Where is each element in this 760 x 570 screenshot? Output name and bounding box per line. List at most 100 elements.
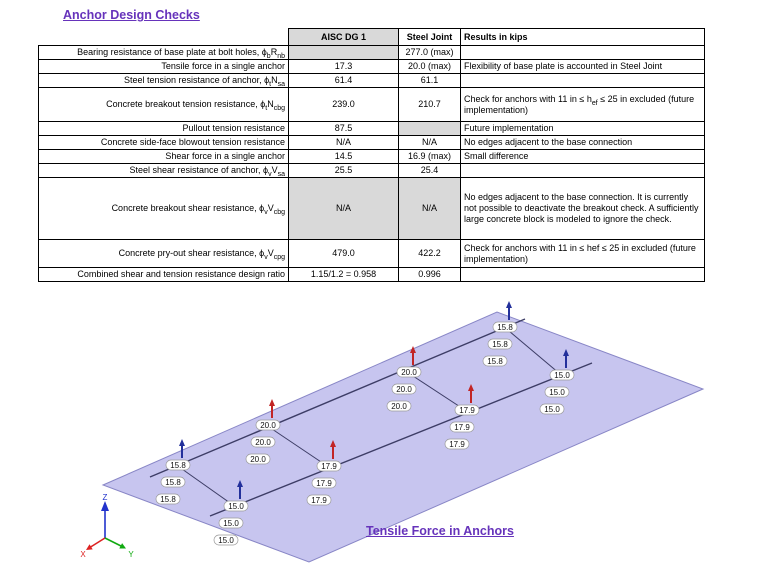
force-label-pill [444,438,470,450]
force-label-pill [306,494,332,506]
force-label: 17.9 [316,479,332,488]
result-note: Flexibility of base plate is accounted i… [460,59,705,74]
row-label: Concrete side-face blowout tension resis… [38,135,289,150]
force-label: 15.8 [165,478,181,487]
tension-arrow-head [237,480,243,487]
force-label-pill [492,321,518,333]
force-label-pill [245,453,271,465]
force-label: 20.0 [396,385,412,394]
table-row: Concrete breakout tension resistance, ϕt… [38,87,705,122]
force-label-pill [218,517,244,529]
table-row: Concrete breakout shear resistance, ϕvVc… [38,177,705,240]
row-label: Shear force in a single anchor [38,149,289,164]
force-label-pill [396,366,422,378]
table-row: Concrete side-face blowout tension resis… [38,135,705,150]
member-line [149,318,526,478]
force-label: 15.0 [218,536,234,545]
tension-arrow-head [506,301,512,308]
header-steel-joint: Steel Joint [398,28,461,46]
result-note [460,163,705,178]
steel-joint-value [398,121,461,136]
row-label: Concrete breakout shear resistance, ϕvVc… [38,177,289,240]
force-label: 15.8 [170,461,186,470]
viz-title: Tensile Force in Anchors [366,524,514,538]
force-label: 17.9 [454,423,470,432]
force-label-pill [391,383,417,395]
force-label-pill [549,369,575,381]
force-label: 17.9 [321,462,337,471]
force-label-pill [311,477,337,489]
y-axis-label: Y [128,550,134,559]
force-label-pill [250,436,276,448]
anchor-cluster: 15.815.815.8 [482,301,518,367]
aisc-value: N/A [288,177,399,240]
steel-joint-value: 0.996 [398,267,461,282]
result-note [460,73,705,88]
aisc-value: 1.15/1.2 = 0.958 [288,267,399,282]
aisc-value: 87.5 [288,121,399,136]
result-note: Small difference [460,149,705,164]
result-note: Check for anchors with 11 in ≤ hef ≤ 25 … [460,239,705,268]
row-label: Concrete breakout tension resistance, ϕt… [38,87,289,122]
force-label: 15.8 [492,340,508,349]
force-label-pill [487,338,513,350]
result-note: No edges adjacent to the base connection [460,135,705,150]
result-note [460,267,705,282]
force-label: 17.9 [311,496,327,505]
x-axis-arrow [86,544,93,550]
force-label: 15.8 [497,323,513,332]
force-label: 17.9 [449,440,465,449]
tension-arrow-head [410,346,416,353]
table-row: Bearing resistance of base plate at bolt… [38,45,705,60]
force-label: 20.0 [391,402,407,411]
tension-arrow-head [269,399,275,406]
force-label-pill [454,404,480,416]
aisc-value: 479.0 [288,239,399,268]
force-label-pill [165,459,191,471]
force-label-pill [255,419,281,431]
aisc-value [288,45,399,60]
anchor-checks-table: AISC DG 1 Steel Joint Results in kips Be… [38,28,705,282]
page-title: Anchor Design Checks [63,8,200,22]
force-label: 15.0 [554,371,570,380]
result-note: No edges adjacent to the base connection… [460,177,705,240]
table-header-row: AISC DG 1 Steel Joint Results in kips [39,28,705,46]
steel-joint-value: 277.0 (max) [398,45,461,60]
anchor-cluster: 17.9 17.9 17.9 [306,440,342,506]
row-label: Combined shear and tension resistance de… [38,267,289,282]
anchor-cluster: 17.9 17.9 17.9 [444,384,480,450]
anchor-cluster: 20.020.020.0 [386,346,422,412]
tension-arrow-head [330,440,336,447]
header-empty-cell [39,29,289,46]
anchor-cluster: 20.020.020.0 [245,399,281,465]
force-label-pill [386,400,412,412]
row-label: Tensile force in a single anchor [38,59,289,74]
z-axis-arrow [101,501,109,511]
row-label: Steel tension resistance of anchor, ϕtNs… [38,73,289,88]
steel-joint-value: N/A [398,135,461,150]
header-aisc: AISC DG 1 [288,28,399,46]
row-label: Steel shear resistance of anchor, ϕvVsa [38,163,289,178]
x-axis [88,537,106,549]
anchor-cluster: 15.815.815.8 [155,439,191,505]
result-note: Future implementation [460,121,705,136]
steel-joint-value: 20.0 (max) [398,59,461,74]
header-results: Results in kips [460,28,705,46]
force-label: 20.0 [255,438,271,447]
force-label: 15.0 [549,388,565,397]
force-label-pill [482,355,508,367]
force-label-pill [160,476,186,488]
aisc-value: 14.5 [288,149,399,164]
row-label: Pullout tension resistance [38,121,289,136]
member-line [209,362,593,517]
y-axis [104,537,124,548]
force-label: 17.9 [459,406,475,415]
anchor-cluster: 15.015.015.0 [539,349,575,415]
table-row: Combined shear and tension resistance de… [38,267,705,282]
force-label-pill [155,493,181,505]
force-label-pill [544,386,570,398]
